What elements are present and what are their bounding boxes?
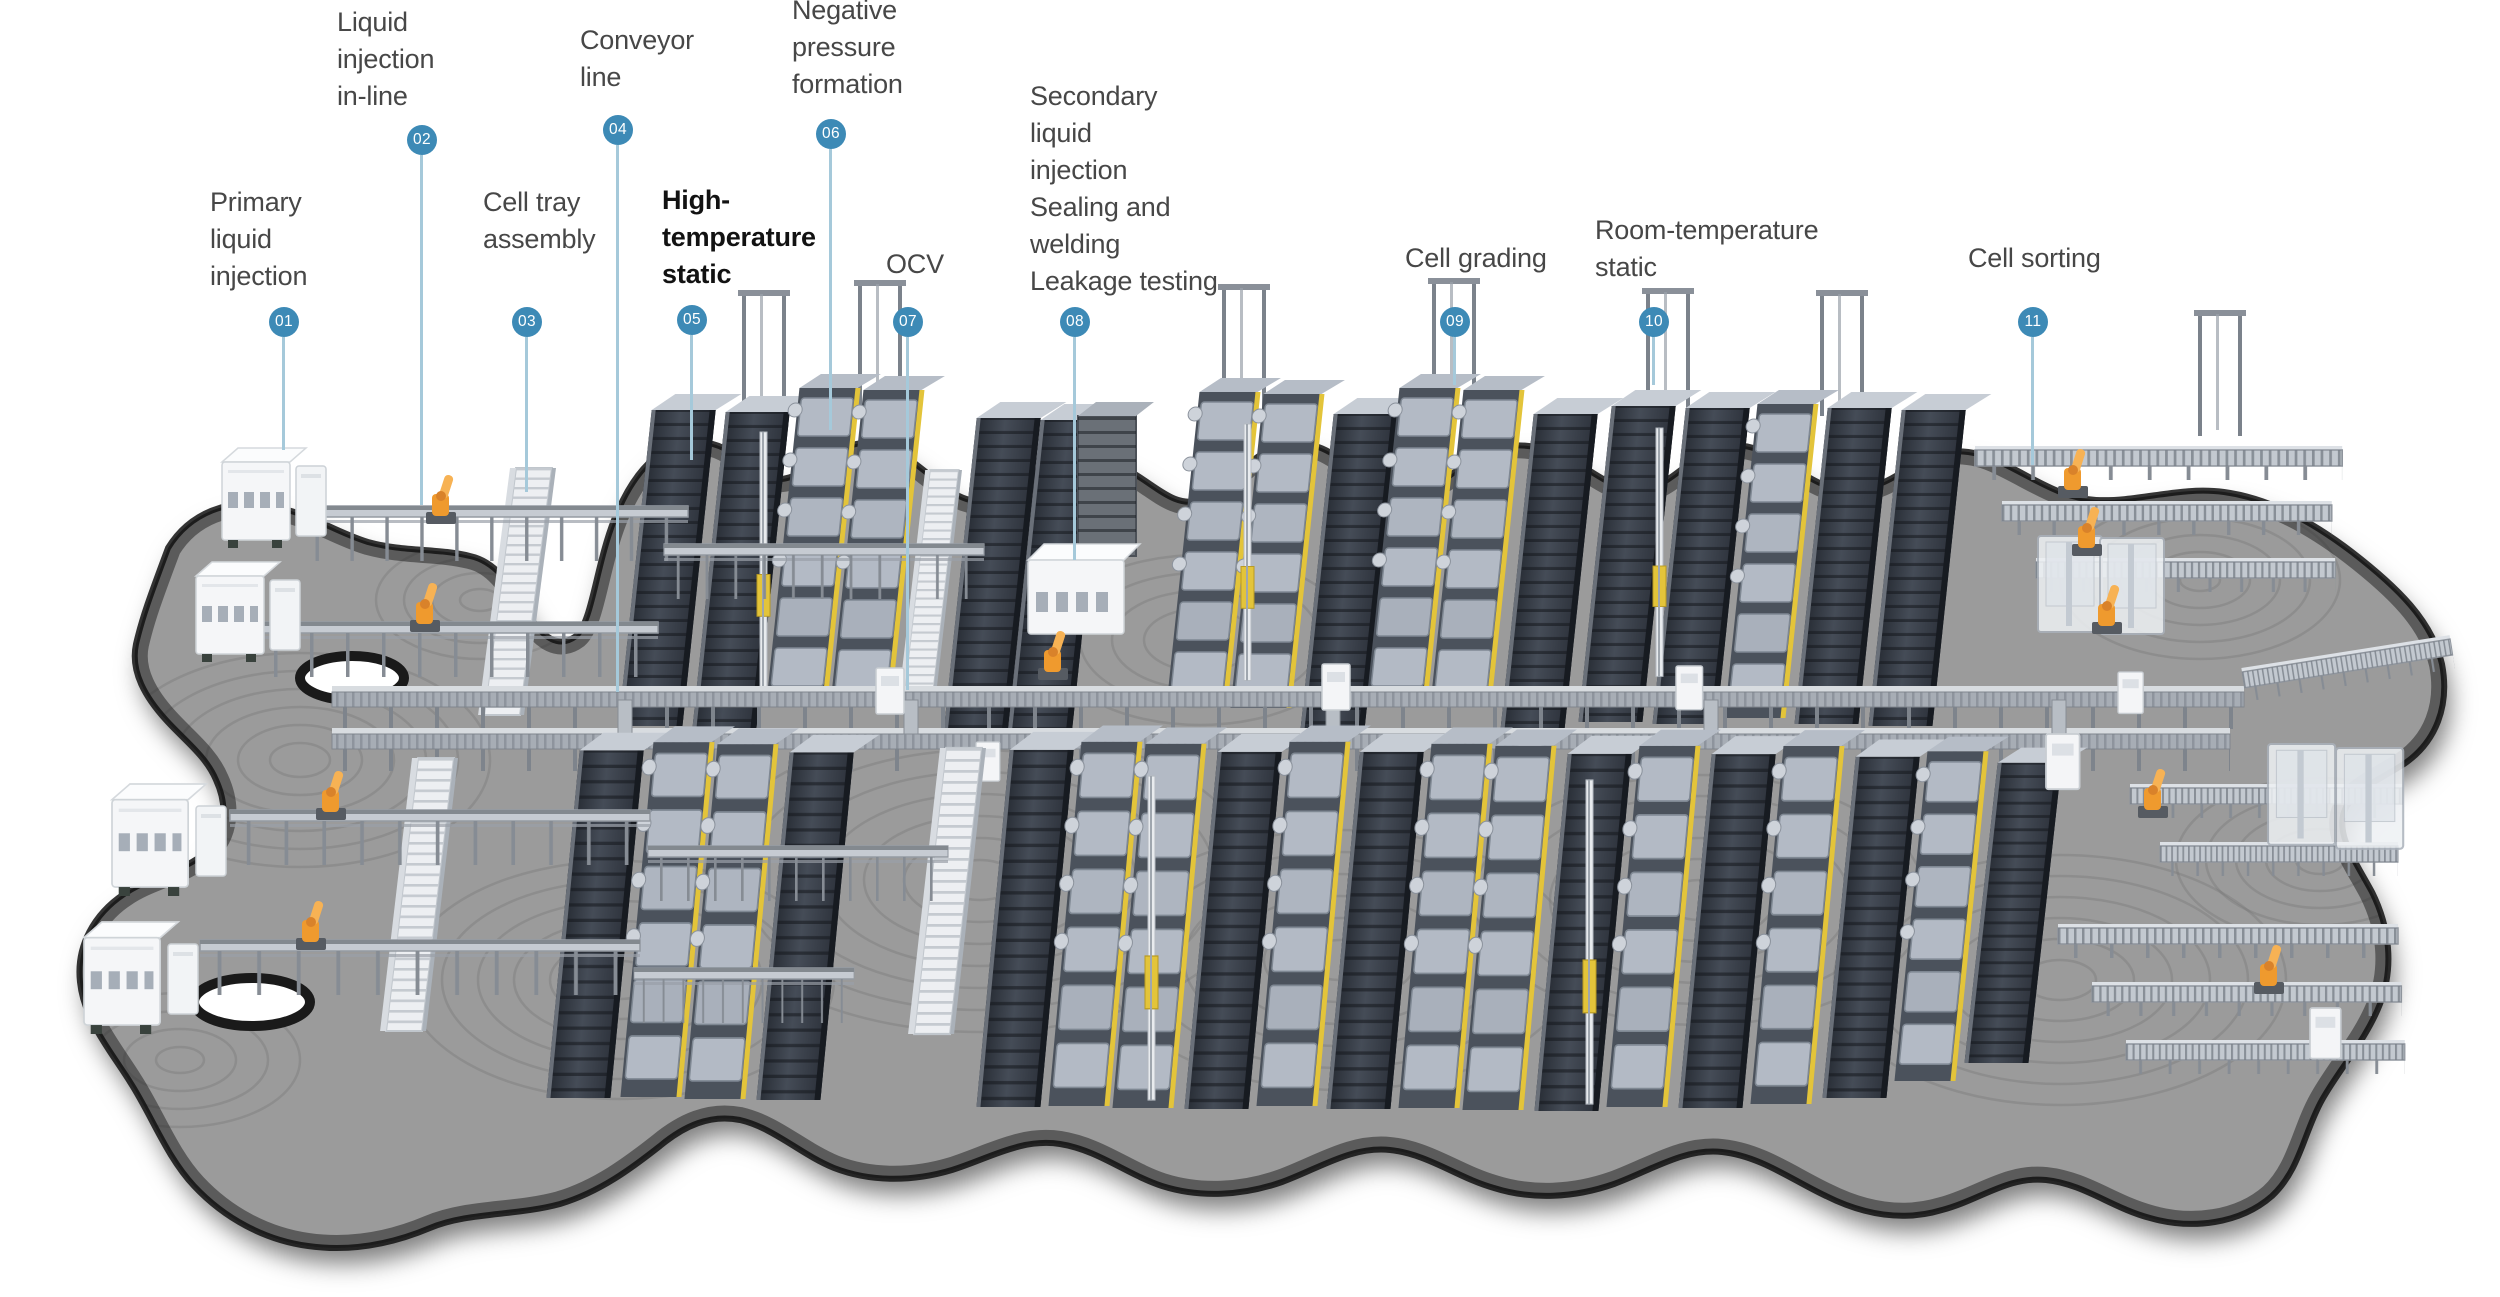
- leader-line: [2031, 337, 2034, 465]
- control-cabinet: [1675, 665, 1704, 711]
- control-cabinet: [1321, 663, 1351, 711]
- control-cabinet: [2117, 671, 2144, 715]
- robot-arm: [426, 473, 456, 524]
- station-label: Cell grading: [1405, 243, 1547, 273]
- control-cabinet: [2045, 733, 2081, 791]
- spine-connector: [2051, 699, 2067, 735]
- leader-line: [420, 155, 423, 505]
- station-label: Negative pressure formation: [792, 0, 903, 99]
- leader-line: [525, 337, 528, 492]
- station-number-badge: 10: [1639, 307, 1669, 337]
- station-number-badge: 11: [2018, 307, 2048, 337]
- station-number-badge: 06: [816, 119, 846, 149]
- leader-line: [1652, 337, 1655, 385]
- sorting-machine: [2266, 742, 2337, 846]
- spine-connector: [617, 699, 633, 735]
- sorting-conveyor: [2057, 923, 2399, 959]
- sealing-welding-machine: [1026, 402, 1154, 635]
- station-number-badge: 05: [677, 305, 707, 335]
- leader-line: [906, 337, 909, 690]
- injection-machine-panel: [295, 465, 327, 537]
- spine-connector: [903, 699, 919, 735]
- sorting-machine: [2334, 746, 2405, 850]
- spine-connector: [1703, 699, 1719, 735]
- leader-line: [829, 149, 832, 430]
- injection-machine-panel: [269, 579, 301, 651]
- station-label: Room-temperature static: [1595, 215, 1819, 282]
- conveyor-bridge: [229, 809, 651, 866]
- station-number-badge: 03: [512, 307, 542, 337]
- station-label: Secondary liquid injection Sealing and w…: [1030, 81, 1218, 296]
- conveyor-bridge: [647, 845, 949, 902]
- station-number-badge: 07: [893, 307, 923, 337]
- control-cabinet: [2309, 1007, 2342, 1060]
- leader-line: [1453, 337, 1456, 385]
- sorting-conveyor: [2001, 500, 2333, 536]
- station-label: Liquid injection in-line: [337, 7, 435, 111]
- leader-line: [282, 337, 285, 450]
- station-number-badge: 02: [407, 125, 437, 155]
- station-number-badge: 04: [603, 115, 633, 145]
- sorting-conveyor: [2125, 1039, 2406, 1075]
- leader-line: [616, 145, 619, 692]
- conveyor-bridge: [299, 505, 689, 562]
- station-label: Primary liquid injection: [210, 187, 308, 291]
- conveyor-bridge: [663, 543, 985, 600]
- injection-machine-panel: [167, 943, 199, 1015]
- station-label: OCV: [886, 249, 944, 279]
- station-number-badge: 09: [1440, 307, 1470, 337]
- leader-line: [690, 335, 693, 460]
- injection-machine-panel: [195, 805, 227, 877]
- sorting-conveyor: [2091, 981, 2403, 1017]
- station-number-badge: 08: [1060, 307, 1090, 337]
- station-label: High- temperature static: [662, 185, 816, 289]
- gantry-mast: [2194, 310, 2246, 436]
- station-label: Conveyor line: [580, 25, 694, 92]
- station-label: Cell tray assembly: [483, 187, 596, 254]
- leader-line: [1073, 337, 1076, 560]
- conveyor-spine-upper: [331, 686, 2245, 729]
- station-label: Cell sorting: [1968, 243, 2101, 273]
- conveyor-bridge: [633, 967, 855, 1024]
- conveyor-bridge: [257, 621, 659, 678]
- control-cabinet: [875, 667, 905, 715]
- conveyor-bridge: [199, 939, 641, 996]
- station-number-badge: 01: [269, 307, 299, 337]
